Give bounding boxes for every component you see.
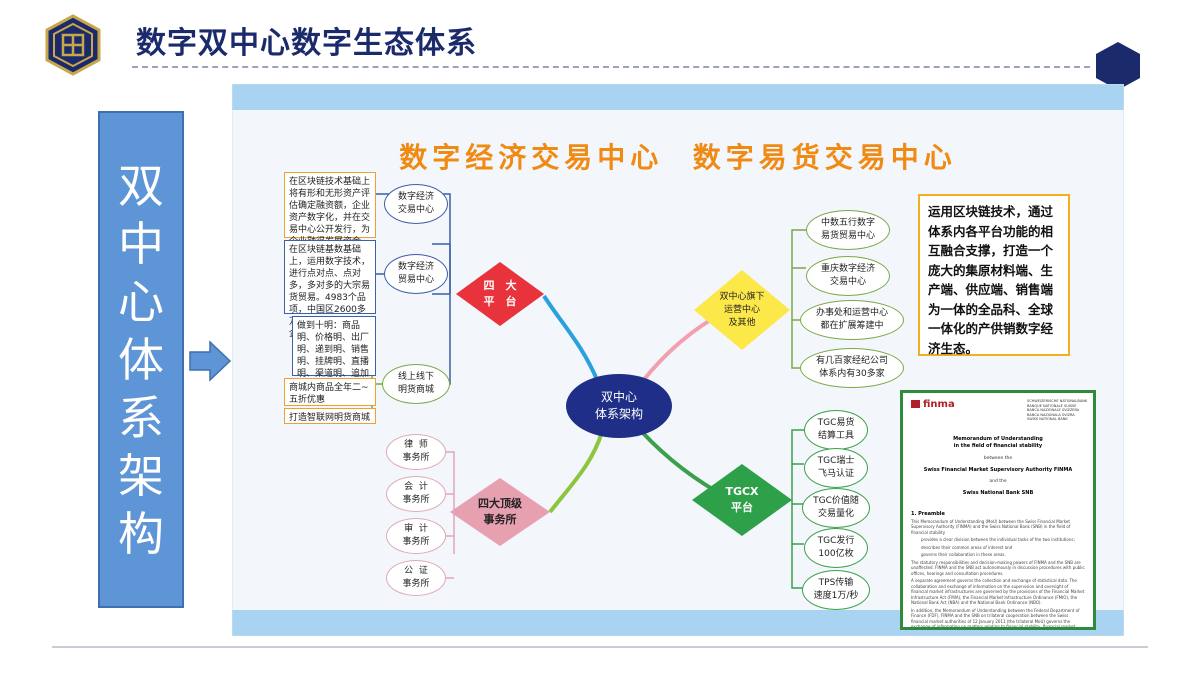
doc-paragraph: This Memorandum of Understanding (MoU) b…	[911, 518, 1071, 535]
operation-node-3: 办事处和运营中心 都在扩展筹建中	[800, 300, 904, 340]
doc-paragraph: provides a clear division between the in…	[921, 537, 1075, 542]
logo-icon	[45, 14, 101, 76]
doc-paragraph: In addition, the Memorandum of Understan…	[911, 607, 1080, 629]
page-title: 数字双中心数字生态体系	[136, 26, 477, 61]
sidebar-vertical-banner: 双中心体系架构	[98, 111, 184, 608]
doc-party-2: Swiss National Bank SNB	[962, 489, 1034, 496]
platform-node-mall: 线上线下 明货商城	[382, 364, 450, 404]
platform-note-4: 商城内商品全年二~五折优惠	[284, 378, 376, 406]
platform-note-1: 在区块链技术基础上将有形和无形资产评估确定融资额，企业资产数字化，并在交易中心公…	[284, 172, 376, 247]
platform-note-3: 做到十明：商品明、价格明、出厂明、递到明、销售明、挂牌明、直播明、渠道明、追加明…	[292, 316, 376, 391]
doc-party-1: Swiss Financial Market Supervisory Autho…	[923, 466, 1073, 473]
finma-logo-icon	[911, 400, 920, 408]
description-box: 运用区块链技术，通过体系内各平台功能的相互融合支撑，打造一个庞大的集原材料端、生…	[918, 194, 1070, 356]
operation-node-1: 中数五行数字 易货贸易中心	[806, 210, 890, 250]
doc-paragraph: describes their common areas of interest…	[921, 544, 1013, 550]
doc-section: 1. Preamble	[911, 510, 945, 517]
doc-and: and the	[989, 478, 1007, 484]
finma-logo: finma	[911, 399, 955, 422]
operations-diamond: 双中心旗下 运营中心 及其他	[719, 291, 765, 328]
mou-document: finma SCHWEIZERISCHE NATIONALBANK BANQUE…	[900, 390, 1096, 630]
operation-node-2: 重庆数字经济 交易中心	[806, 256, 890, 296]
four-firms-diamond: 四大顶级 事务所	[478, 497, 522, 526]
hexagon-decoration-icon	[1096, 42, 1140, 90]
doc-paragraph: The statutory responsibilities and decis…	[911, 559, 1085, 576]
snb-header: SCHWEIZERISCHE NATIONALBANK BANQUE NATIO…	[1027, 399, 1088, 421]
firm-node-lawyer: 律 师 事务所	[386, 434, 446, 470]
tgcx-node-5: TPS传输 速度1万/秒	[802, 570, 870, 610]
operation-node-4: 有几百家经纪公司 体系内有30多家	[800, 348, 904, 388]
doc-heading: Memorandum of Understanding in the field…	[953, 435, 1043, 449]
sidebar-vertical-label: 双中心体系架构	[118, 158, 164, 561]
firm-node-accounting: 会 计 事务所	[386, 476, 446, 512]
tgcx-node-2: TGC瑞士 飞马认证	[804, 448, 868, 488]
title-divider	[132, 66, 1090, 68]
doc-paragraph: governs their collaboration in these are…	[921, 552, 1006, 557]
tgcx-node-3: TGC价值随 交易量化	[802, 488, 870, 528]
firm-node-audit: 审 计 事务所	[386, 518, 446, 554]
diagram-title: 数字经济交易中心 数字易货交易中心	[399, 141, 957, 174]
platform-node-exchange: 数字经济 交易中心	[384, 184, 448, 224]
footer-divider	[52, 646, 1148, 648]
platform-note-2: 在区块链基数基础上，运用数字技术，进行点对点、点对多，多对多的大宗易货贸易。49…	[284, 240, 376, 339]
tgcx-diamond: TGCX 平台	[725, 485, 759, 514]
diagram-panel: 数字经济交易中心 数字易货交易中心 在区块链技术基础上将有形和无形资产评估确定融…	[232, 84, 1124, 636]
right-arrow-icon	[189, 340, 232, 382]
center-node-label: 双中心 体系架构	[594, 390, 643, 421]
platform-node-trade: 数字经济 贸易中心	[384, 254, 448, 294]
platform-note-5: 打造智联网明货商城	[284, 408, 376, 424]
doc-paragraph: A separate agreement governs the collect…	[911, 578, 1085, 605]
finma-brand: finma	[923, 399, 955, 410]
doc-between: between the	[983, 455, 1013, 461]
tgcx-node-1: TGC易货 结算工具	[804, 410, 868, 450]
firm-node-notary: 公 证 事务所	[386, 560, 446, 596]
center-node: 双中心 体系架构	[566, 374, 672, 438]
four-platforms-diamond: 四 大 平 台	[483, 279, 517, 308]
tgcx-node-4: TGC发行 100亿枚	[804, 528, 868, 568]
